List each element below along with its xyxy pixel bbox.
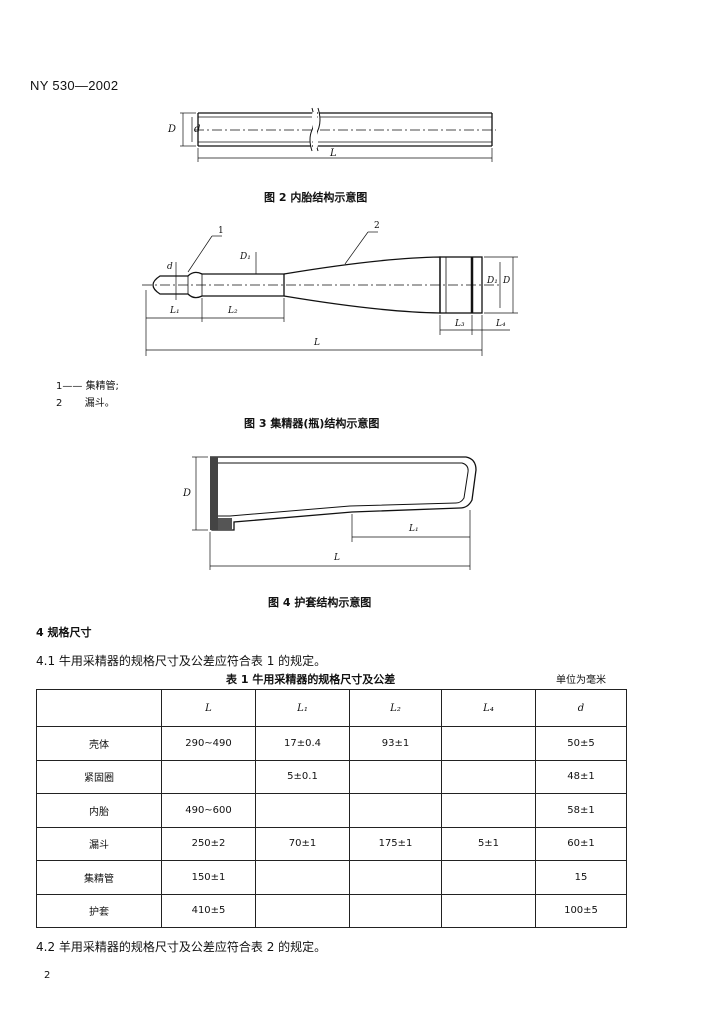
fig3-label-d: d — [167, 262, 173, 272]
table-cell: 48±1 — [535, 759, 627, 794]
table-cell: 150±1 — [161, 860, 256, 895]
fig3-legend-2: 2 漏斗。 — [56, 394, 115, 409]
figure-3-caption: 图 3 集精器(瓶)结构示意图 — [244, 417, 380, 430]
fig3-label-L3: L₃ — [455, 319, 465, 329]
table-cell — [441, 793, 536, 828]
fig3-label-L: L — [314, 338, 320, 348]
column-header — [36, 689, 162, 727]
table-row: 壳体 290~490 17±0.4 93±1 50±5 — [36, 726, 627, 761]
figure-2-caption: 图 2 内胎结构示意图 — [264, 191, 368, 204]
table-cell: 58±1 — [535, 793, 627, 828]
legend-text: 集精管; — [85, 381, 119, 392]
column-header: L₄ — [441, 689, 536, 727]
clause-4-2: 4.2 羊用采精器的规格尺寸及公差应符合表 2 的规定。 — [36, 940, 327, 954]
clause-4-1: 4.1 牛用采精器的规格尺寸及公差应符合表 1 的规定。 — [36, 654, 327, 668]
table-cell: 490~600 — [161, 793, 256, 828]
table-cell: 紧固圈 — [36, 759, 162, 794]
fig4-label-D: D — [183, 488, 192, 499]
fig4-label-L: L — [334, 553, 340, 563]
fig3-callout-1: 1 — [218, 226, 224, 236]
table-cell: 15 — [535, 860, 627, 895]
table-1-unit: 单位为毫米 — [556, 675, 606, 686]
table-cell: 壳体 — [36, 726, 162, 761]
fig3-label-L1: L₁ — [170, 306, 180, 316]
table-row: 紧固圈 5±0.1 48±1 — [36, 759, 627, 794]
table-header-row: L L₁ L₂ L₄ d — [36, 689, 627, 727]
table-cell — [255, 893, 350, 928]
table-1-title: 表 1 牛用采精器的规格尺寸及公差 — [226, 673, 396, 686]
column-header: d — [535, 689, 627, 727]
table-cell — [441, 893, 536, 928]
table-cell: 内胎 — [36, 793, 162, 828]
table-cell: 175±1 — [349, 826, 442, 861]
table-row: 集精管 150±1 15 — [36, 860, 627, 895]
column-header: L₂ — [349, 689, 442, 727]
table-cell — [349, 860, 442, 895]
legend-num: 2 — [56, 398, 63, 409]
table-cell — [255, 860, 350, 895]
standard-number: NY 530—2002 — [30, 78, 119, 93]
table-cell: 5±1 — [441, 826, 536, 861]
fig2-label-L: L — [330, 148, 337, 159]
legend-text: 漏斗。 — [84, 398, 115, 409]
column-header: L₁ — [255, 689, 350, 727]
table-cell: 250±2 — [161, 826, 256, 861]
fig3-legend-1: 1—— 集精管; — [56, 377, 119, 392]
table-cell: 93±1 — [349, 726, 442, 761]
table-cell: 290~490 — [161, 726, 256, 761]
table-1: L L₁ L₂ L₄ d 壳体 290~490 17±0.4 93±1 50±5… — [36, 689, 627, 928]
fig3-label-D1-right: D₁ — [487, 276, 498, 286]
table-cell: 60±1 — [535, 826, 627, 861]
table-cell: 5±0.1 — [255, 759, 350, 794]
table-row: 漏斗 250±2 70±1 175±1 5±1 60±1 — [36, 826, 627, 861]
table-row: 护套 410±5 100±5 — [36, 893, 627, 928]
table-cell — [161, 759, 256, 794]
table-cell: 集精管 — [36, 860, 162, 895]
table-cell — [441, 726, 536, 761]
column-header: L — [161, 689, 256, 727]
table-cell: 50±5 — [535, 726, 627, 761]
table-cell: 100±5 — [535, 893, 627, 928]
table-cell: 410±5 — [161, 893, 256, 928]
fig3-label-D: D — [503, 276, 511, 286]
table-cell — [349, 893, 442, 928]
table-cell: 17±0.4 — [255, 726, 350, 761]
table-cell — [349, 759, 442, 794]
table-row: 内胎 490~600 58±1 — [36, 793, 627, 828]
fig2-label-D: D — [168, 124, 177, 135]
fig3-label-L4: L₄ — [496, 319, 506, 329]
table-cell — [441, 860, 536, 895]
table-cell — [349, 793, 442, 828]
legend-num: 1—— — [56, 381, 83, 392]
table-cell — [441, 759, 536, 794]
table-cell: 漏斗 — [36, 826, 162, 861]
section-4-heading: 4 规格尺寸 — [36, 626, 92, 639]
page-number: 2 — [44, 970, 51, 981]
fig3-label-L2: L₂ — [228, 306, 238, 316]
fig3-callout-2: 2 — [374, 221, 380, 231]
fig3-label-D1: D₁ — [240, 252, 251, 262]
fig4-label-L1: L₁ — [409, 524, 419, 534]
table-cell — [255, 793, 350, 828]
table-cell: 护套 — [36, 893, 162, 928]
table-cell: 70±1 — [255, 826, 350, 861]
figure-4-caption: 图 4 护套结构示意图 — [268, 596, 372, 609]
fig2-label-d: d — [194, 124, 201, 135]
